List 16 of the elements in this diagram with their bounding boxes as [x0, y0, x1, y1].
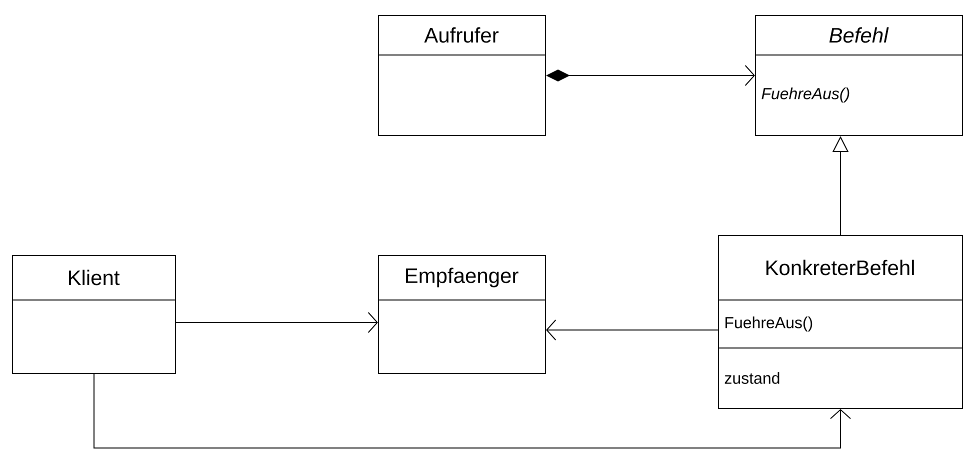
- class-name: Aufrufer: [424, 27, 498, 43]
- class-box: [378, 255, 546, 374]
- class-box: [718, 235, 963, 409]
- association-arrow: [546, 320, 718, 340]
- method-name: FuehreAus(): [726, 316, 812, 332]
- association-arrow: [94, 374, 851, 448]
- method-name: FuehreAus(): [762, 88, 850, 102]
- attribute-name: zustand: [724, 372, 780, 384]
- class-box: [754, 15, 963, 136]
- class-name: Empfaenger: [406, 268, 518, 288]
- association-arrow: [176, 312, 378, 333]
- class-name: Klient: [68, 270, 120, 286]
- class-box: [378, 15, 546, 136]
- class-name: KonkreterBefehl: [766, 260, 914, 276]
- class-box: [12, 255, 176, 374]
- class-name: Befehl: [829, 27, 889, 43]
